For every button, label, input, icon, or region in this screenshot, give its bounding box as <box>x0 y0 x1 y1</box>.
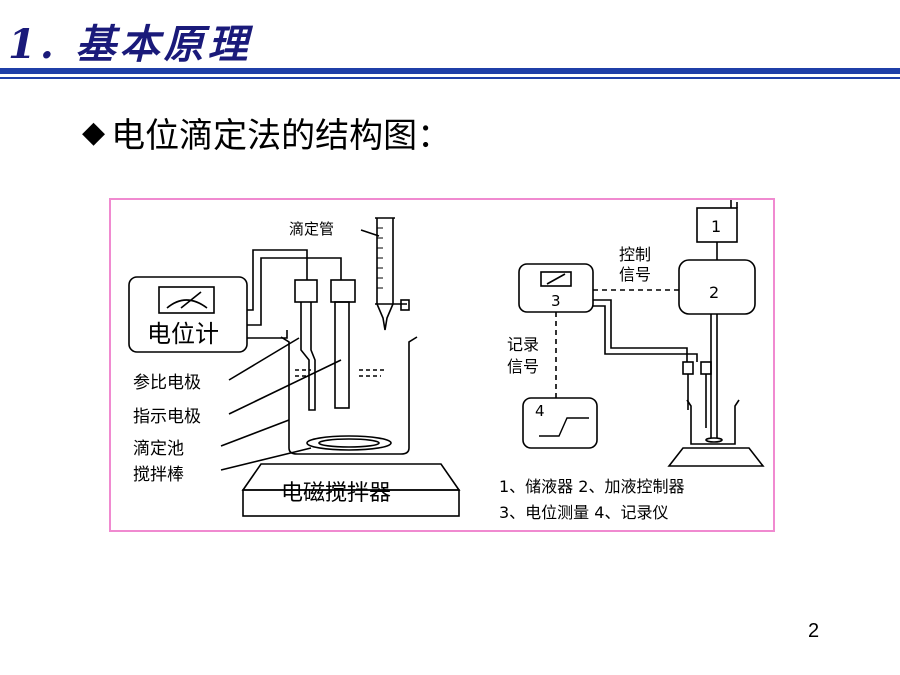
subtitle-row: ◆ 电位滴定法的结构图： <box>82 108 451 157</box>
beaker <box>280 336 418 455</box>
recorder-box-4 <box>522 397 598 449</box>
titration-structure-figure: 滴定管 电位计 参比电极 指示电极 滴定池 搅拌棒 电磁搅拌器 1 2 3 4 … <box>109 198 775 532</box>
record-signal-label-2: 信号 <box>507 357 539 376</box>
reference-electrode-label: 参比电极 <box>133 373 201 393</box>
legend-line-1: 1、储液器 2、加液控制器 <box>499 477 684 496</box>
box-4-number: 4 <box>535 402 545 420</box>
title-rule-thin <box>0 77 900 79</box>
titration-cell-label: 滴定池 <box>133 439 184 459</box>
potentiometer-box <box>128 276 248 353</box>
record-signal-label-1: 记录 <box>507 335 539 354</box>
subtitle-text: 电位滴定法的结构图： <box>111 116 452 156</box>
control-signal-label-1: 控制 <box>619 245 651 264</box>
diamond-bullet-icon: ◆ <box>82 115 106 150</box>
burette-label: 滴定管 <box>289 220 334 238</box>
small-stirrer <box>667 447 765 467</box>
slide-title: 1. 基本原理 <box>8 21 252 68</box>
meter-dial-icon <box>158 286 215 314</box>
magnetic-stirrer-label: 电磁搅拌器 <box>281 481 391 506</box>
burette <box>376 218 394 331</box>
page-number: 2 <box>808 620 820 642</box>
reference-electrode-cap <box>294 279 318 303</box>
box-2-number: 2 <box>709 283 719 302</box>
box-1-number: 1 <box>711 217 721 236</box>
stir-rod-label: 搅拌棒 <box>133 465 184 485</box>
stir-bar <box>306 435 392 451</box>
small-beaker <box>686 399 740 445</box>
control-signal-label-2: 信号 <box>619 265 651 284</box>
indicator-electrode-cap <box>330 279 356 303</box>
figure-drawing: 滴定管 电位计 参比电极 指示电极 滴定池 搅拌棒 电磁搅拌器 1 2 3 4 … <box>128 200 765 522</box>
title-rule-thick <box>0 68 900 74</box>
potentiometer-label: 电位计 <box>147 320 219 348</box>
legend-line-2: 3、电位测量 4、记录仪 <box>499 503 668 522</box>
box-3-number: 3 <box>551 292 561 310</box>
indicator-electrode-label: 指示电极 <box>133 407 201 427</box>
